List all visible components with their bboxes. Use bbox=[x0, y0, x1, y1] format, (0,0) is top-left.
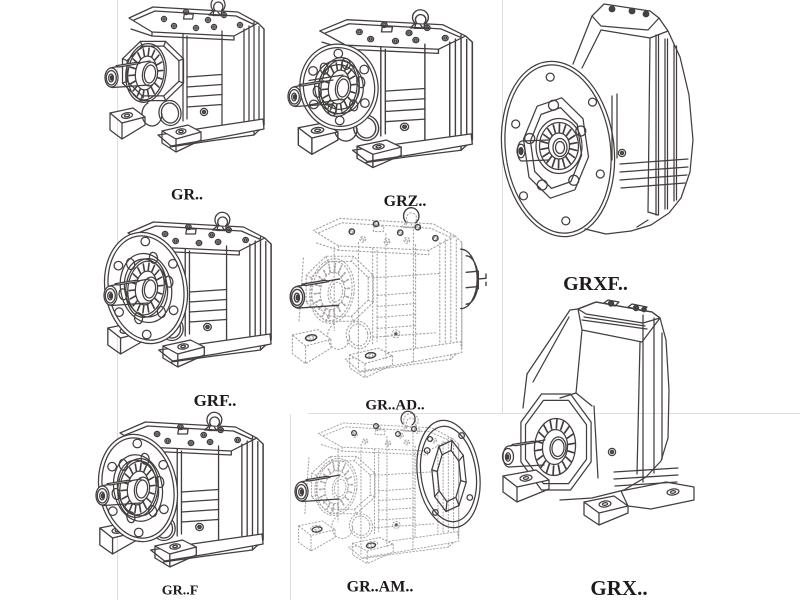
svg-text:GRF..: GRF.. bbox=[194, 391, 237, 410]
svg-text:GRX..: GRX.. bbox=[590, 576, 647, 600]
svg-text:GR..: GR.. bbox=[171, 187, 203, 204]
svg-text:GR..F: GR..F bbox=[162, 584, 199, 599]
svg-text:GRZ..: GRZ.. bbox=[384, 193, 427, 210]
svg-text:GRXF..: GRXF.. bbox=[563, 273, 628, 295]
svg-text:GR..AM..: GR..AM.. bbox=[347, 579, 414, 596]
svg-text:GR..AD..: GR..AD.. bbox=[365, 398, 424, 414]
